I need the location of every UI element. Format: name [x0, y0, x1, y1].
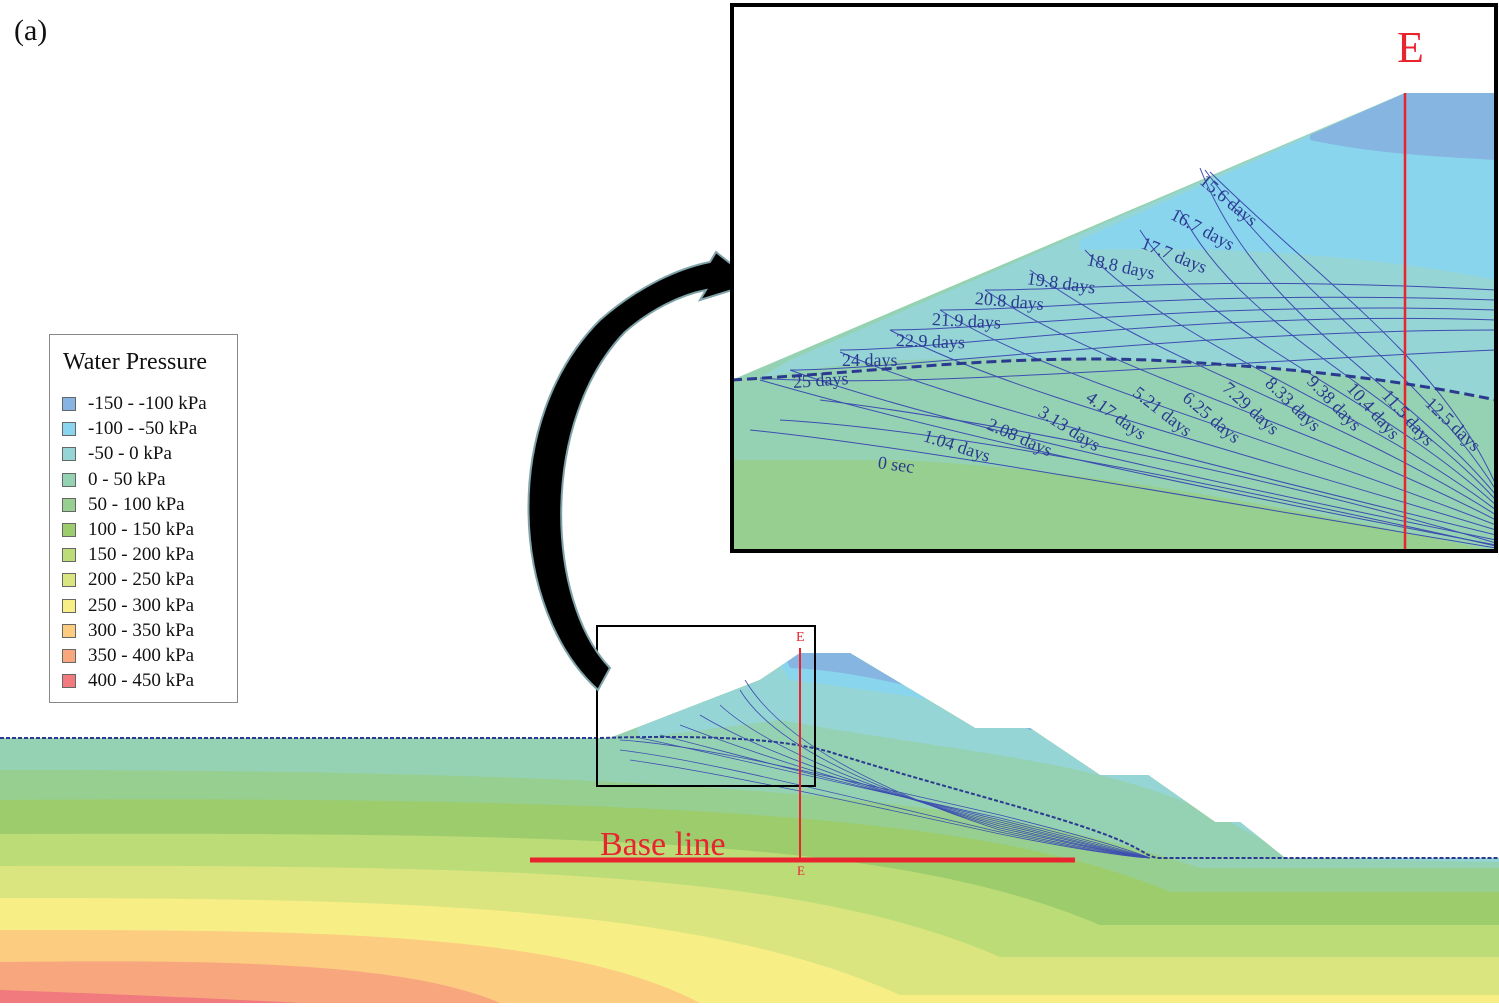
legend-item: -100 - -50 kPa [62, 418, 197, 440]
inset-seepage-lines [749, 167, 1496, 549]
main-seepage-lines [619, 679, 1151, 859]
zoom-arrow-icon [527, 250, 758, 692]
legend-swatch [62, 573, 76, 588]
panel-label: (a) [14, 14, 48, 47]
legend-label: 200 - 250 kPa [88, 569, 195, 591]
legend-label: 300 - 350 kPa [88, 619, 195, 641]
legend-item: 250 - 300 kPa [62, 595, 194, 617]
contour-time-label: 25 days [792, 368, 850, 392]
inset-phreatic-line [732, 357, 1496, 402]
section-label-bottom: E [797, 863, 805, 878]
section-label-top: E [796, 630, 805, 645]
legend-title: Water Pressure [63, 349, 208, 375]
final-phreatic-line [0, 735, 1499, 859]
legend-item: -50 - 0 kPa [62, 443, 172, 465]
legend-item: 350 - 400 kPa [62, 645, 194, 667]
legend-item: 0 - 50 kPa [62, 469, 166, 491]
legend-item: 300 - 350 kPa [62, 620, 194, 642]
inset-panel [732, 5, 1496, 551]
legend-swatch [62, 548, 76, 563]
inset-section-label: E [1397, 23, 1424, 72]
legend-label: 250 - 300 kPa [88, 594, 195, 616]
legend-swatch [62, 472, 76, 487]
legend-swatch [62, 397, 76, 411]
legend: Water Pressure -150 - -100 kPa -100 - -50… [49, 334, 238, 703]
legend-swatch [62, 623, 76, 638]
legend-item: 100 - 150 kPa [62, 519, 194, 541]
legend-label: 50 - 100 kPa [88, 493, 185, 515]
legend-label: 400 - 450 kPa [88, 670, 195, 692]
legend-swatch [62, 422, 76, 437]
contour-time-label: 22.9 days [895, 330, 966, 353]
contour-time-label: 21.9 days [931, 309, 1002, 333]
legend-label: -150 - -100 kPa [88, 393, 207, 414]
legend-item: 150 - 200 kPa [62, 544, 194, 566]
legend-swatch [62, 497, 76, 512]
legend-swatch [62, 598, 76, 613]
legend-item: 50 - 100 kPa [62, 494, 185, 516]
legend-label: 350 - 400 kPa [88, 645, 195, 666]
legend-label: 100 - 150 kPa [88, 519, 195, 540]
legend-swatch [62, 447, 76, 462]
legend-label: -100 - -50 kPa [88, 418, 198, 440]
baseline-label: Base line [600, 826, 726, 863]
zoom-region-box [596, 625, 816, 787]
legend-label: 0 - 50 kPa [88, 468, 166, 490]
legend-item: 200 - 250 kPa [62, 569, 194, 591]
legend-item: -150 - -100 kPa [62, 393, 207, 415]
legend-item: 400 - 450 kPa [62, 670, 194, 692]
legend-label: -50 - 0 kPa [88, 443, 172, 465]
legend-label: 150 - 200 kPa [88, 544, 195, 566]
contour-time-label: 24 days [842, 350, 898, 370]
legend-swatch [62, 523, 76, 537]
inset-frame [730, 3, 1498, 553]
legend-swatch [62, 649, 76, 663]
legend-swatch [62, 674, 76, 689]
